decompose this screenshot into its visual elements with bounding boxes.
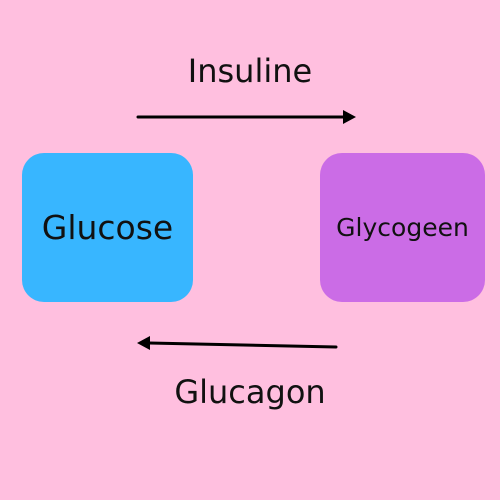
glucagon-label: Glucagon [174, 373, 326, 411]
glycogeen-label: Glycogeen [336, 213, 469, 242]
glucose-label: Glucose [41, 208, 174, 247]
insuline-label: Insuline [187, 52, 313, 90]
glucose-box: Glucose [22, 153, 193, 302]
glycogeen-box: Glycogeen [320, 153, 485, 302]
right-arrow-icon [136, 110, 356, 124]
left-arrow-icon [137, 336, 338, 350]
